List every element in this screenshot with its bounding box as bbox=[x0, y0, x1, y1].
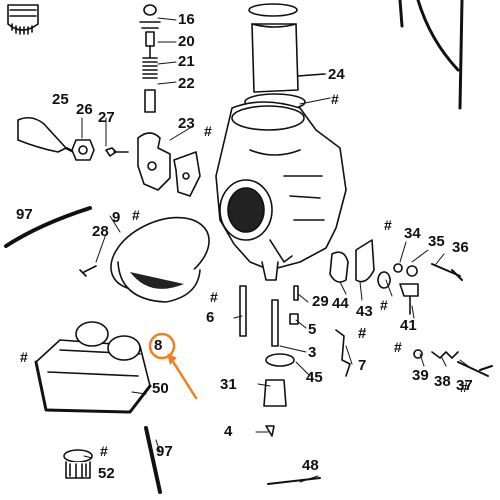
jet-6 bbox=[239, 285, 247, 337]
label-28: 28 bbox=[92, 223, 109, 240]
screw-41 bbox=[399, 283, 419, 315]
label-25: 25 bbox=[52, 91, 69, 108]
label-hash-24: # bbox=[331, 91, 339, 107]
rod-48 bbox=[267, 477, 321, 485]
label-52: 52 bbox=[98, 465, 115, 482]
label-26: 26 bbox=[76, 101, 93, 118]
needle-jet-3 bbox=[271, 299, 279, 347]
label-6: 6 bbox=[206, 309, 215, 326]
fuel-line-1 bbox=[398, 0, 404, 28]
label-16: 16 bbox=[178, 11, 195, 28]
label-hash-23: # bbox=[204, 123, 212, 139]
label-hash-41: # bbox=[380, 297, 388, 313]
label-7: 7 bbox=[358, 357, 367, 374]
label-20: 20 bbox=[178, 33, 195, 50]
label-24: 24 bbox=[328, 66, 345, 83]
spring-38 bbox=[431, 351, 459, 359]
housing-23 bbox=[137, 132, 201, 197]
screw-29 bbox=[293, 285, 299, 301]
fuel-line-2 bbox=[416, 0, 460, 72]
label-37: 37 bbox=[456, 377, 473, 394]
label-9: 9 bbox=[112, 209, 121, 226]
label-38: 38 bbox=[434, 373, 451, 390]
label-5: 5 bbox=[308, 321, 317, 338]
label-hash-7: # bbox=[358, 325, 367, 342]
screw-36 bbox=[431, 263, 463, 281]
callout-arrowhead-icon bbox=[167, 353, 177, 365]
label-hash-37: # bbox=[460, 379, 468, 395]
callout-circle bbox=[148, 332, 176, 360]
ring-35 bbox=[406, 265, 418, 277]
hose-97-top bbox=[4, 206, 92, 248]
label-hash-50: # bbox=[20, 349, 28, 365]
ring-34 bbox=[393, 263, 403, 273]
intake-bell bbox=[110, 216, 210, 303]
label-hash-52: # bbox=[100, 443, 108, 459]
jet-31 bbox=[263, 379, 287, 407]
leader-lines bbox=[81, 17, 469, 483]
washer-45 bbox=[265, 353, 295, 367]
screw-4 bbox=[265, 425, 275, 437]
label-36: 36 bbox=[452, 239, 469, 256]
label-39: 39 bbox=[412, 367, 429, 384]
label-44: 44 bbox=[332, 295, 349, 312]
choke-plunger bbox=[17, 116, 76, 154]
label-4: 4 bbox=[224, 423, 233, 440]
label-34: 34 bbox=[404, 225, 421, 242]
label-hash-9: # bbox=[132, 207, 140, 223]
hose-97-bottom bbox=[144, 426, 162, 494]
float-bowl bbox=[34, 321, 152, 414]
needle-7 bbox=[335, 329, 351, 377]
label-31: 31 bbox=[220, 376, 237, 393]
label-3: 3 bbox=[308, 344, 317, 361]
label-43: 43 bbox=[356, 303, 373, 320]
knurled-cap-icon bbox=[7, 4, 39, 35]
jet-5 bbox=[289, 313, 299, 325]
label-hash-6: # bbox=[210, 289, 218, 305]
connector-44 bbox=[329, 251, 349, 283]
label-27: 27 bbox=[98, 109, 115, 126]
nut-26 bbox=[71, 139, 95, 161]
label-22: 22 bbox=[178, 75, 195, 92]
label-21: 21 bbox=[178, 53, 195, 70]
elbow-43 bbox=[355, 239, 375, 283]
label-97-top: 97 bbox=[16, 206, 33, 223]
label-hash-39: # bbox=[394, 339, 402, 355]
label-hash-34: # bbox=[384, 217, 392, 233]
needle-parts bbox=[139, 4, 161, 113]
label-8: 8 bbox=[154, 337, 163, 354]
label-45: 45 bbox=[306, 369, 323, 386]
screw-28 bbox=[79, 265, 97, 277]
fuel-line-3 bbox=[458, 0, 464, 110]
carburetor-body bbox=[215, 101, 347, 281]
screw-37 bbox=[457, 361, 493, 377]
label-23: 23 bbox=[178, 115, 195, 132]
drain-plug-52 bbox=[63, 449, 93, 479]
label-97-bottom: 97 bbox=[156, 443, 173, 460]
label-35: 35 bbox=[428, 233, 445, 250]
label-50: 50 bbox=[152, 380, 169, 397]
washer-38 bbox=[377, 271, 391, 289]
callout-arrow bbox=[170, 358, 198, 400]
label-29: 29 bbox=[312, 293, 329, 310]
label-41: 41 bbox=[400, 317, 417, 334]
throttle-slide bbox=[244, 3, 325, 111]
screw-27 bbox=[105, 147, 129, 157]
label-48: 48 bbox=[302, 457, 319, 474]
washer-39 bbox=[413, 349, 423, 359]
